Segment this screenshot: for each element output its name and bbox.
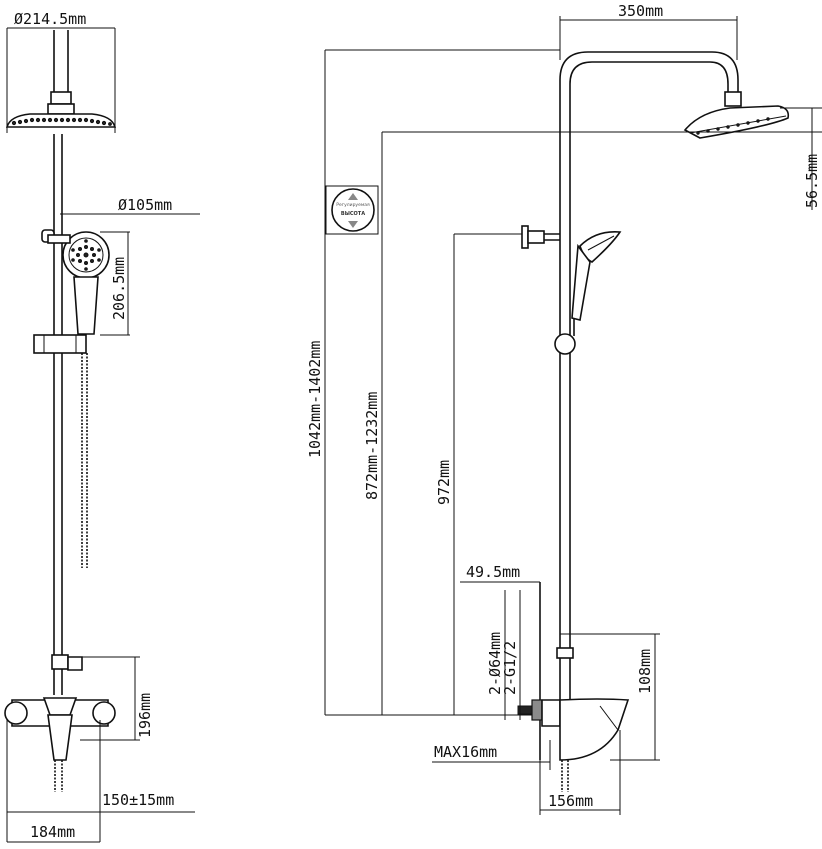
dim-spout-length: 156mm — [548, 792, 593, 810]
height-badge — [331, 188, 375, 232]
mixer-side-lever — [559, 698, 630, 761]
dim-max-depth: MAX16mm — [434, 743, 497, 761]
dim-mixer-height: 196mm — [136, 693, 154, 738]
dim-flange: 2-Ø64mm — [486, 632, 504, 695]
dim-holder-height: 972mm — [435, 460, 453, 505]
riser-joint — [556, 647, 574, 659]
dim-mixer-width: 184mm — [30, 823, 75, 841]
dim-wall-offset: 49.5mm — [466, 563, 520, 581]
dim-spout-height: 108mm — [636, 649, 654, 694]
inlet-thread — [517, 705, 533, 715]
height-badge-frame — [325, 185, 379, 235]
left-escutcheon — [4, 701, 28, 725]
arm-nut-side — [724, 91, 742, 107]
riser-pipe — [53, 134, 63, 655]
dim-total-height: 1042mm-1402mm — [306, 341, 324, 458]
dim-hand-length: 206.5mm — [110, 257, 128, 320]
side-view: 350mm 56.5mm 1042mm-1402mm 872mm-1232mm … — [306, 2, 822, 815]
shower-arm — [53, 30, 69, 92]
mixer-side-body — [541, 699, 561, 727]
hose — [81, 353, 88, 568]
wall-holder-body — [527, 230, 545, 244]
top-bracket-arm — [47, 234, 71, 244]
badge-line1: Регулируемая — [336, 202, 370, 208]
dim-thread: 2-G1/2 — [501, 641, 519, 695]
badge-line2: ВЫСОТА — [341, 211, 365, 217]
diverter-knob — [67, 656, 83, 671]
hand-shower-handle — [73, 276, 99, 335]
right-escutcheon — [92, 701, 116, 725]
slider-ball — [554, 333, 576, 355]
dim-inlet-spacing: 150±15mm — [102, 791, 174, 809]
lower-clamp — [51, 654, 69, 670]
dim-arm-length: 350mm — [618, 2, 663, 20]
badge-arrow-up-icon — [348, 193, 358, 200]
rain-head-side-nozzles — [696, 117, 770, 135]
front-view: Ø214.5mm Ø105mm 206.5mm — [4, 10, 200, 843]
dim-head-drop: 56.5mm — [803, 154, 821, 208]
ball-joint — [47, 103, 75, 115]
head-nozzles — [11, 117, 112, 126]
dim-head-diameter: Ø214.5mm — [14, 10, 86, 28]
badge-arrow-down-icon — [348, 221, 358, 228]
mixer-spout — [47, 714, 73, 761]
mixer-lever-base — [42, 697, 78, 716]
dim-hand-diameter: Ø105mm — [118, 196, 172, 214]
wall-flange — [531, 699, 543, 721]
rain-head-side — [683, 105, 790, 139]
arm-nut — [50, 91, 72, 105]
dim-head-height: 872mm-1232mm — [363, 392, 381, 500]
slider-holder — [33, 334, 87, 354]
hand-nozzles — [71, 239, 101, 271]
lower-pipe — [54, 760, 63, 792]
wall-holder-plate — [521, 225, 529, 249]
overhead-arm-inner — [569, 61, 729, 648]
hand-shower-side-handle — [571, 243, 591, 321]
overhead-arm-outer — [559, 51, 739, 648]
